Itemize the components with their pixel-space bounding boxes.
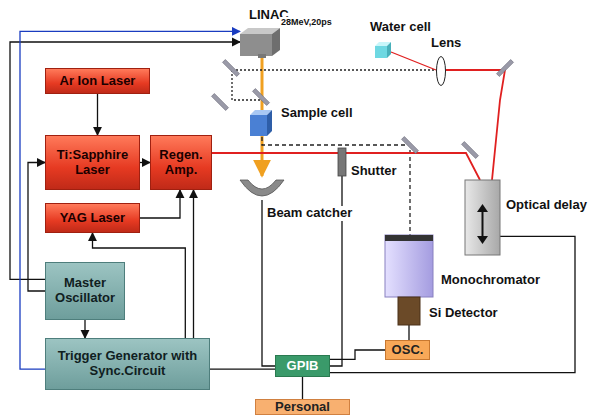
process-box: Regen. Amp. (150, 135, 212, 190)
equipment-catcher: Beam catcher (240, 178, 284, 200)
si-symbol (398, 297, 420, 325)
process-box: OSC. (385, 340, 430, 360)
probe-path (262, 137, 410, 235)
signal-line (330, 236, 575, 372)
signal-line (10, 42, 240, 279)
box-label: Trigger Generator with Sync.Circuit (50, 349, 205, 379)
shutter-symbol (338, 148, 346, 176)
mono-symbol (385, 235, 433, 297)
equipment-shutter: Shutter (338, 148, 346, 176)
process-box: Ti:Sapphire Laser (45, 135, 140, 190)
box-label: GPIB (287, 359, 319, 374)
signal-line (330, 350, 385, 359)
box-label: Ti:Sapphire Laser (50, 148, 135, 178)
equipment-sample: Sample cell (250, 110, 272, 136)
process-box: GPIB (275, 355, 330, 377)
signal-line (210, 369, 275, 370)
signal-line (84, 320, 85, 338)
process-box: Master Oscillator (45, 262, 125, 320)
equipment-label: Sample cell (280, 106, 354, 121)
linac-symbol (240, 28, 280, 56)
equipment-label: Si Detector (428, 306, 499, 321)
box-label: OSC. (392, 343, 424, 358)
equipment-label: Optical delay (505, 198, 588, 213)
signal-line (20, 31, 240, 369)
equipment-water: Water cell (375, 42, 391, 58)
sample-symbol (250, 110, 272, 136)
equipment-delay: Optical delay (465, 180, 500, 255)
equipment-label: Lens (430, 36, 462, 51)
equipment-linac: LINAC28MeV,20ps (240, 28, 280, 56)
signal-line (330, 176, 342, 366)
mirrors (212, 60, 514, 159)
water-symbol (375, 42, 391, 58)
box-label: Regen. Amp. (155, 148, 207, 178)
equipment-label: 28MeV,20ps (280, 17, 333, 27)
box-label: Personal (275, 400, 330, 415)
equipment-lens: Lens (436, 56, 446, 86)
signal-line (97, 94, 98, 135)
equipment-label: Beam catcher (266, 206, 353, 221)
process-box: Personal (255, 399, 350, 415)
laser-path (212, 70, 505, 180)
laser-path (391, 52, 436, 70)
catcher-symbol (240, 178, 284, 200)
delay-symbol (465, 180, 500, 255)
signal-line (140, 162, 150, 163)
equipment-si: Si Detector (398, 297, 420, 325)
signal-line (193, 190, 194, 338)
box-label: Ar Ion Laser (60, 74, 136, 89)
box-label: Master Oscillator (50, 276, 120, 306)
signal-line (302, 377, 303, 399)
signal-line (262, 200, 275, 366)
equipment-label: Monochromator (440, 273, 541, 288)
signal-line (28, 163, 45, 292)
signal-line (408, 325, 409, 340)
process-box: YAG Laser (45, 203, 140, 233)
process-box: Trigger Generator with Sync.Circuit (45, 338, 210, 390)
equipment-label: Water cell (369, 20, 432, 35)
box-label: YAG Laser (60, 211, 125, 226)
process-box: Ar Ion Laser (45, 68, 150, 94)
equipment-label: Shutter (350, 164, 398, 179)
signal-line (140, 190, 180, 218)
lens-symbol (436, 56, 446, 86)
equipment-mono: Monochromator (385, 235, 433, 297)
